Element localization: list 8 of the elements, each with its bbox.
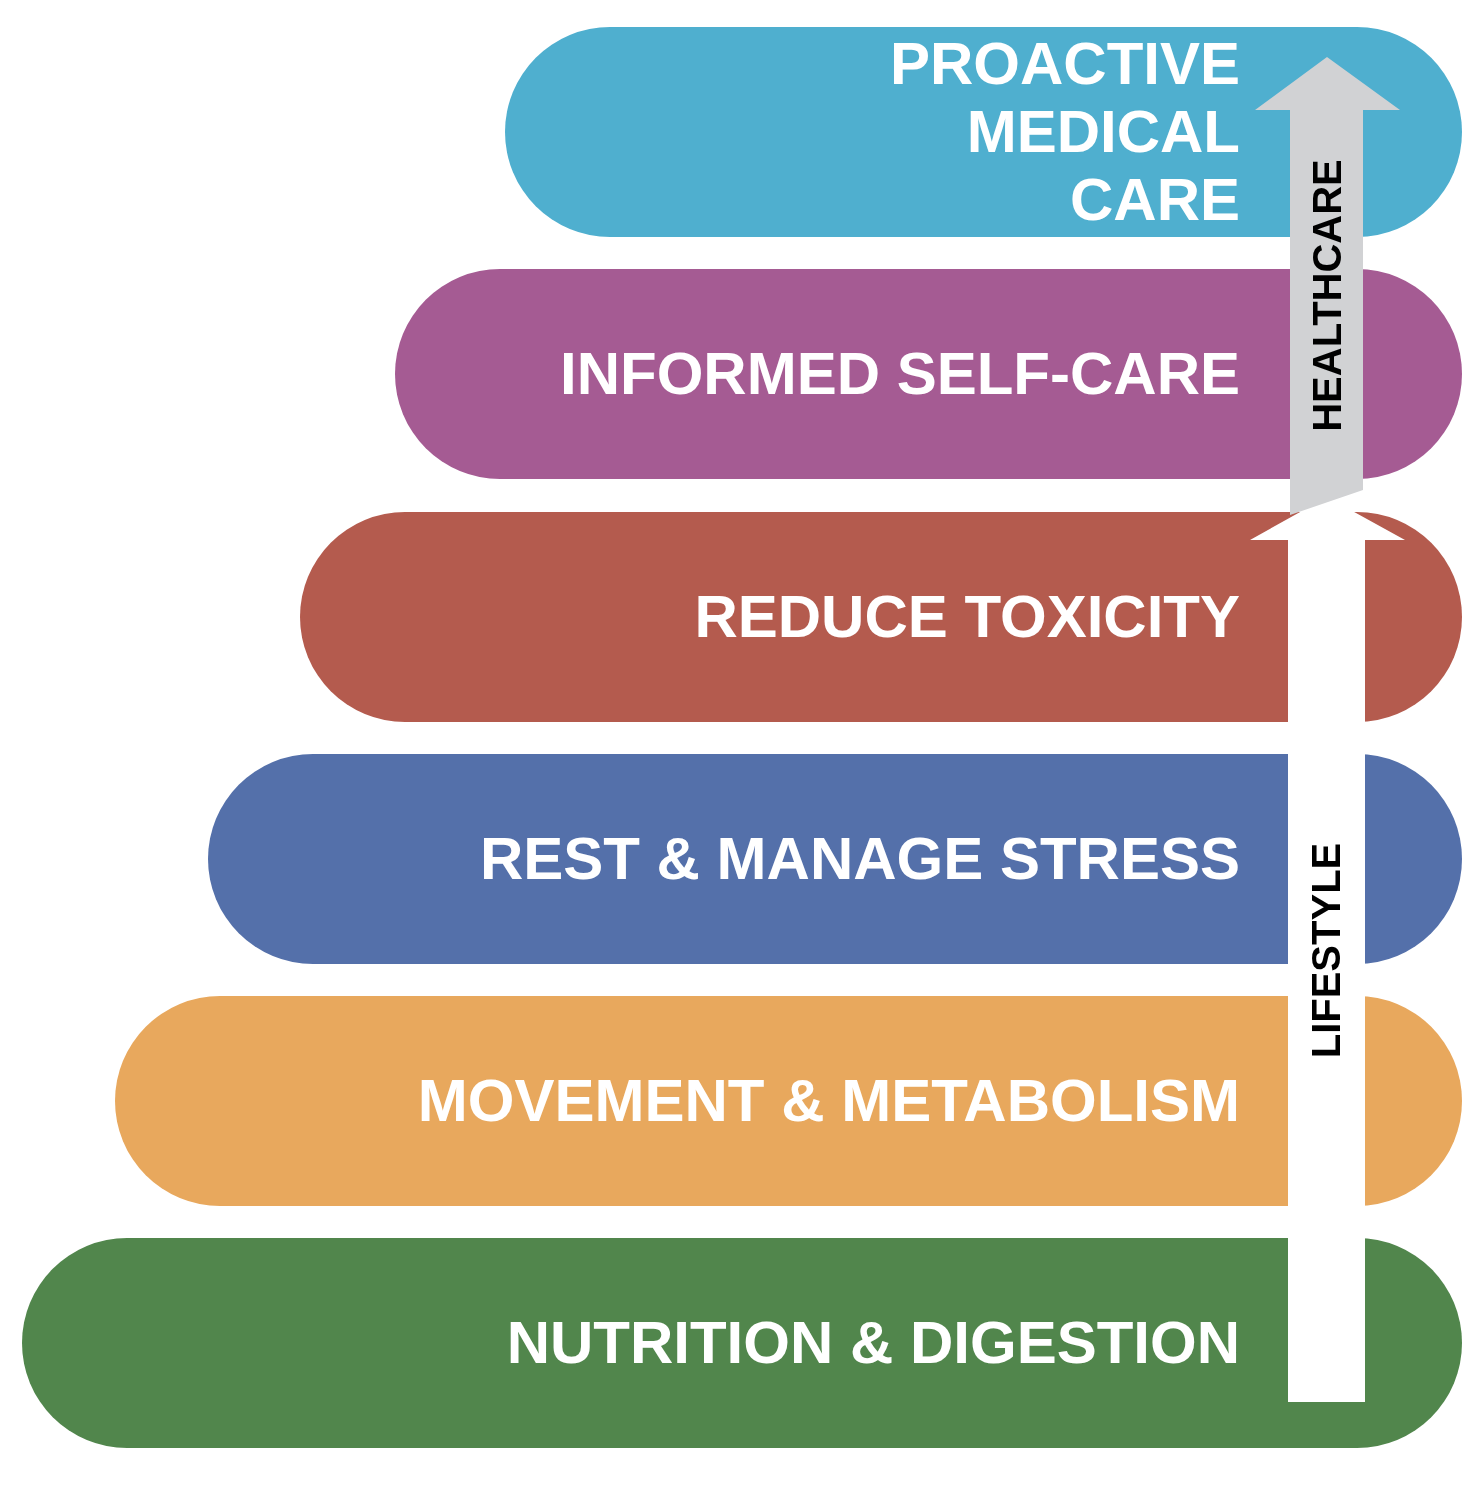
arrow-label: HEALTHCARE xyxy=(1304,158,1350,432)
arrow-label: LIFESTYLE xyxy=(1304,842,1350,1058)
band-label: MOVEMENT & METABOLISM xyxy=(417,1067,1240,1135)
band-label: REDUCE TOXICITY xyxy=(694,583,1240,651)
band-label: NUTRITION & DIGESTION xyxy=(506,1309,1240,1377)
band-label: INFORMED SELF-CARE xyxy=(560,340,1240,408)
band-label: PROACTIVE MEDICAL CARE xyxy=(888,30,1240,234)
band-label: REST & MANAGE STRESS xyxy=(479,825,1240,893)
